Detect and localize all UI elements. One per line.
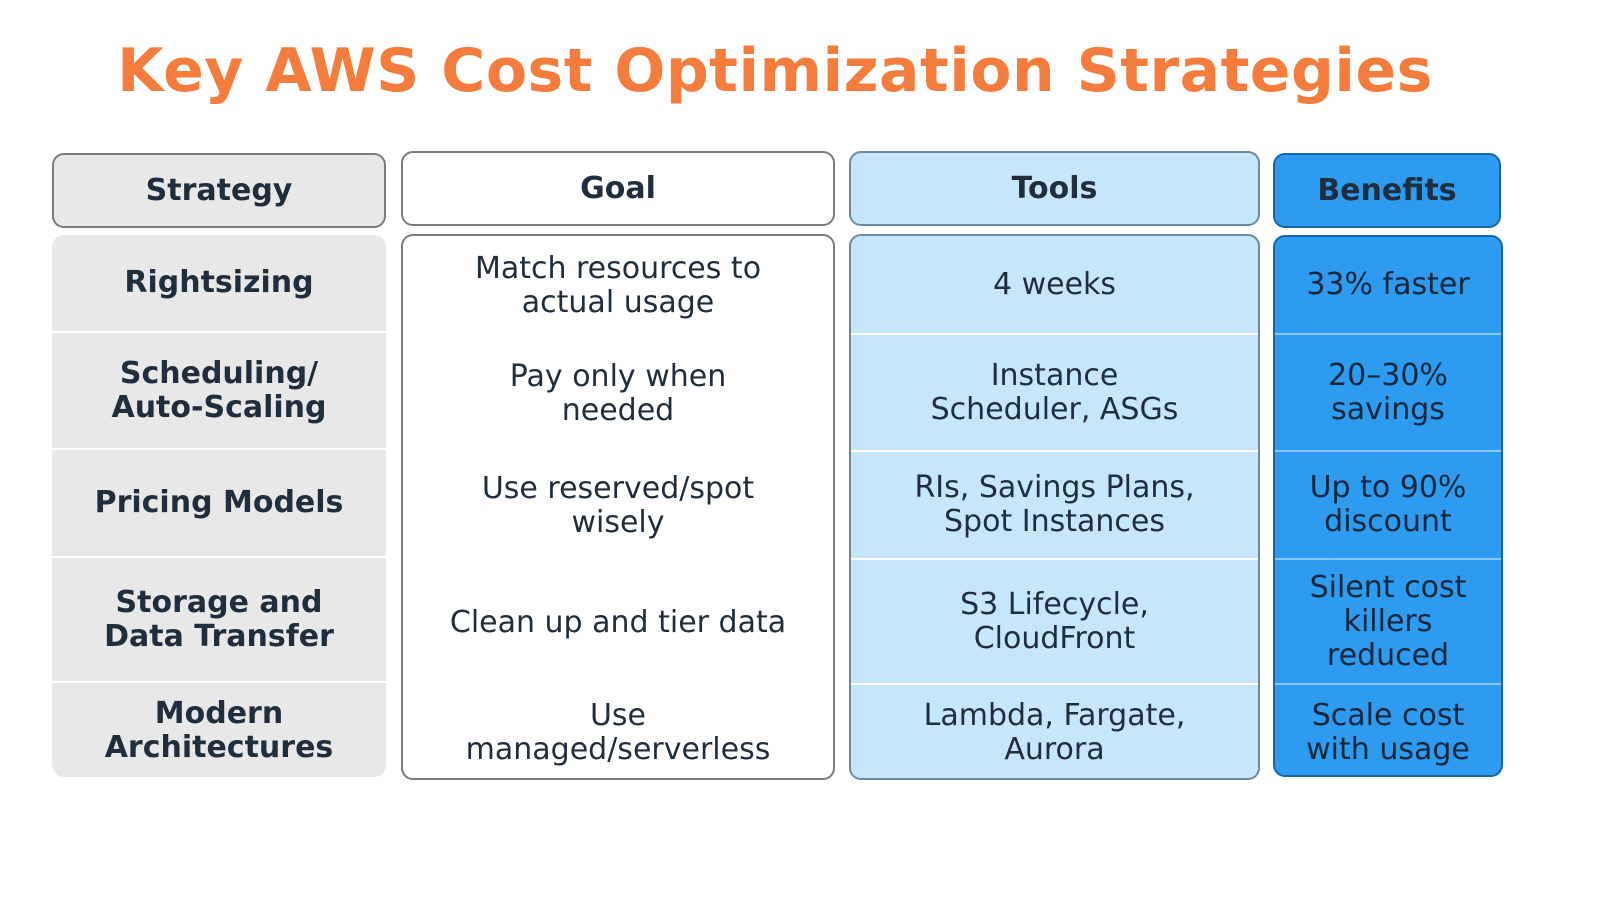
goal-cell-line: needed — [561, 392, 675, 428]
strategy-cell: Rightsizing — [52, 235, 386, 333]
goal-column-header: Goal — [401, 151, 835, 226]
tools-cell-line: Scheduler, ASGs — [930, 391, 1179, 427]
tools-cell-line: Spot Instances — [944, 504, 1165, 539]
benefits-column: 33% faster 20–30%savings Up to 90%discount… — [1273, 235, 1503, 777]
goal-cell-text: Clean up and tier data — [449, 604, 787, 640]
strategy-cell: Scheduling/Auto-Scaling — [52, 333, 386, 450]
benefits-cell-line: reduced — [1326, 637, 1450, 673]
tools-cell-text: 4 weeks — [993, 268, 1116, 302]
page-title: Key AWS Cost Optimization Strategies — [117, 36, 1433, 106]
benefits-cell-text: Up to 90%discount — [1310, 471, 1467, 539]
tools-cell-line: Lambda, Fargate, — [923, 697, 1186, 733]
strategy-header-label: Strategy — [145, 173, 293, 208]
goal-cell-line: Use reserved/spot — [481, 471, 755, 506]
tools-cell-line: 4 weeks — [992, 267, 1117, 302]
tools-cell: RIs, Savings Plans,Spot Instances — [851, 452, 1258, 560]
benefits-cell-line: 33% faster — [1306, 267, 1470, 302]
tools-cell-line: Instance — [990, 357, 1119, 393]
benefits-header-label: Benefits — [1317, 173, 1457, 208]
tools-cell: S3 Lifecycle,CloudFront — [851, 560, 1258, 685]
benefits-cell-line: with usage — [1306, 731, 1470, 767]
strategy-cell-text: Pricing Models — [95, 486, 344, 520]
goal-cell-line: actual usage — [521, 285, 715, 320]
tools-header-label: Tools — [1011, 171, 1098, 206]
tools-cell-text: S3 Lifecycle,CloudFront — [960, 586, 1149, 656]
benefits-cell-text: 33% faster — [1306, 268, 1469, 302]
tools-cell-line: CloudFront — [973, 620, 1136, 656]
benefits-cell-line: killers — [1343, 603, 1433, 639]
goal-cell-line: Clean up and tier data — [449, 604, 787, 640]
benefits-column-header: Benefits — [1273, 153, 1501, 228]
goal-cell-line: Pay only when — [509, 358, 727, 394]
strategy-cell-text: Rightsizing — [124, 266, 313, 300]
tools-cell-line: Aurora — [1004, 731, 1105, 767]
strategy-cell-line: Rightsizing — [124, 265, 314, 300]
strategy-cell-line: Auto-Scaling — [111, 389, 327, 425]
strategy-cell-line: Scheduling/ — [119, 355, 319, 391]
benefits-cell-text: 20–30%savings — [1328, 357, 1448, 427]
benefits-cell-line: Silent cost — [1309, 569, 1467, 605]
benefits-cell: Up to 90%discount — [1275, 452, 1501, 560]
benefits-cell-line: savings — [1331, 391, 1445, 427]
tools-cell: Lambda, Fargate,Aurora — [851, 685, 1258, 778]
strategy-cell-line: Storage and — [115, 584, 323, 620]
strategy-cell-line: Pricing Models — [94, 485, 344, 520]
goal-cell-line: Match resources to — [474, 251, 762, 286]
goal-cell-line: managed/serverless — [465, 731, 771, 767]
tools-cell-line: RIs, Savings Plans, — [914, 470, 1195, 505]
tools-cell-line: S3 Lifecycle, — [960, 586, 1149, 622]
benefits-cell-line: discount — [1324, 504, 1452, 539]
benefits-cell-line: Scale cost — [1311, 697, 1465, 733]
tools-column-header: Tools — [849, 151, 1260, 226]
benefits-cell-line: Up to 90% — [1309, 470, 1467, 505]
strategy-cell-text: Scheduling/Auto-Scaling — [111, 355, 327, 425]
benefits-cell: 20–30%savings — [1275, 335, 1501, 452]
strategy-cell-line: Modern — [154, 695, 284, 731]
goal-header-label: Goal — [580, 171, 656, 206]
tools-cell: 4 weeks — [851, 237, 1258, 335]
goal-cell-line: Use — [589, 697, 647, 733]
benefits-cell: 33% faster — [1275, 237, 1501, 335]
goal-cell: Clean up and tier data — [403, 560, 833, 685]
benefits-cell-line: 20–30% — [1328, 357, 1448, 393]
strategy-cell-line: Architectures — [104, 729, 334, 765]
strategy-cell-line: Data Transfer — [104, 618, 334, 654]
tools-cell-text: RIs, Savings Plans,Spot Instances — [914, 471, 1194, 539]
strategy-cell: Pricing Models — [52, 450, 386, 558]
strategy-column-header: Strategy — [52, 153, 386, 228]
tools-cell-text: Lambda, Fargate,Aurora — [923, 697, 1186, 767]
goal-cell-line: wisely — [571, 505, 665, 540]
